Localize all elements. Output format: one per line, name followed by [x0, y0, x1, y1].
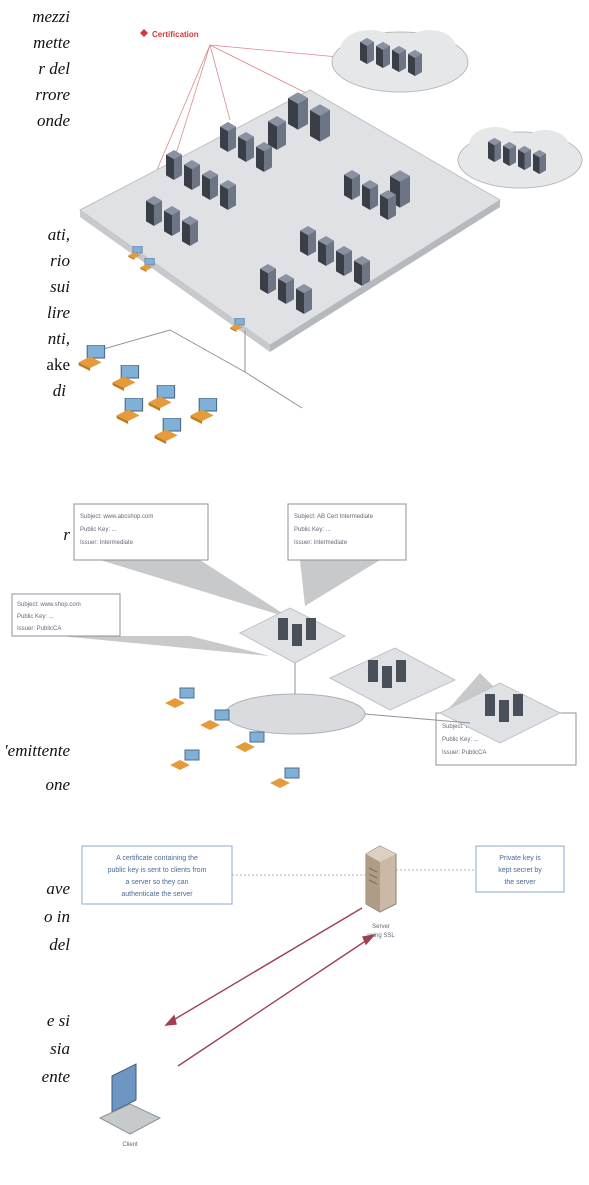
text-line: ati, — [47, 225, 70, 244]
client-laptop-icon — [98, 1063, 162, 1135]
note-line: kept secret by — [498, 867, 542, 874]
text-line: ente — [41, 1067, 70, 1086]
text-line: nti, — [47, 329, 70, 348]
text-line: r — [63, 525, 70, 544]
server-label: Server — [372, 924, 390, 930]
ssl-illustration: A certificate containing the public key … — [81, 845, 565, 1148]
callout-line: Public Key: ... — [17, 614, 54, 620]
text-line: ave — [46, 879, 70, 898]
text-line: sui — [50, 277, 70, 296]
text-line: del — [49, 935, 70, 954]
text-line: rrore — [35, 85, 70, 104]
exchange-arrows — [164, 907, 376, 1067]
callout-line: Public Key: ... — [442, 737, 479, 743]
network-cloud — [224, 693, 366, 735]
server-platform-right — [438, 682, 562, 744]
logo-label: Certification — [152, 30, 199, 39]
server-platform-middle — [328, 647, 457, 711]
callout-line: Public Key: ... — [80, 527, 117, 533]
cloud-right — [457, 127, 583, 189]
private-key-note: Private key is kept secret by the server — [475, 845, 565, 893]
note-line: Private key is — [499, 855, 541, 862]
text-line: onde — [36, 111, 70, 130]
callout-line: Subject: AB Cert Intermediate — [294, 514, 374, 520]
text-line: 'emittente — [4, 741, 70, 760]
datacenter-illustration: Certification — [78, 29, 583, 444]
text-line: ake — [46, 355, 70, 374]
client-computers — [165, 687, 300, 788]
text-line: mezzi — [32, 7, 70, 26]
text-line: e si — [46, 1011, 70, 1030]
text-line: di — [52, 381, 66, 400]
callout-line: Issuer: PublicCA — [17, 626, 61, 632]
datacenter-floor — [79, 89, 501, 346]
certification-logo: Certification — [140, 29, 199, 39]
client-workstations — [78, 345, 218, 444]
certificate-chain-figure: Subject: www.abcshop.com Public Key: ...… — [0, 488, 589, 806]
server-icon — [365, 845, 397, 913]
callout-line: Issuer: Intermediate — [80, 540, 134, 546]
text-line: lire — [47, 303, 70, 322]
text-line: one — [45, 775, 70, 794]
certificate-chain-illustration: Subject: www.abcshop.com Public Key: ...… — [11, 503, 577, 788]
cloud-top — [331, 30, 469, 93]
certificate-callout-2: Subject: AB Cert Intermediate Public Key… — [287, 503, 407, 561]
text-line: r del — [38, 59, 70, 78]
callout-line: Issuer: PublicCA — [442, 750, 486, 756]
note-line: a server so they can — [125, 879, 188, 886]
text-line: mette — [33, 33, 70, 52]
server-platform-top — [238, 607, 347, 664]
note-line: authenticate the server — [121, 891, 193, 898]
certificate-callout-3: Subject: www.shop.com Public Key: ... Is… — [11, 593, 121, 637]
callout-line: Subject: www.abcshop.com — [80, 514, 153, 520]
server-label: using SSL — [367, 933, 395, 939]
text-line: o in — [44, 907, 70, 926]
client-label: Client — [122, 1142, 138, 1148]
note-line: the server — [504, 879, 536, 886]
note-line: A certificate containing the — [116, 855, 198, 862]
ssl-figure: A certificate containing the public key … — [70, 838, 589, 1180]
text-line: rio — [50, 251, 70, 270]
callout-line: Issuer: Intermediate — [294, 540, 348, 546]
note-line: public key is sent to clients from — [108, 867, 207, 874]
callout-line: Public Key: ... — [294, 527, 331, 533]
datacenter-figure: Certification — [70, 0, 589, 470]
callout-line: Subject: www.shop.com — [17, 602, 81, 608]
certificate-callout-1: Subject: www.abcshop.com Public Key: ...… — [73, 503, 209, 561]
public-key-note: A certificate containing the public key … — [81, 845, 233, 905]
text-line: sia — [50, 1039, 70, 1058]
